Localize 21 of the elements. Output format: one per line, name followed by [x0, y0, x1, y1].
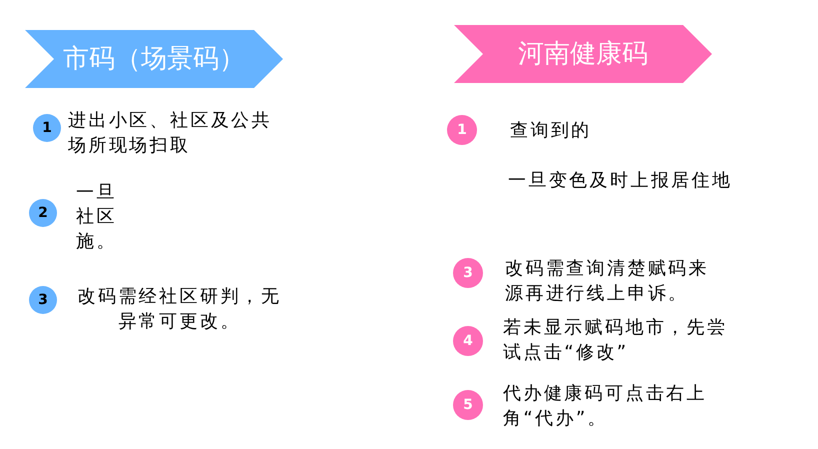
number-badge: 1 [33, 114, 61, 142]
chevron-banner [454, 25, 712, 83]
chevron-banner [25, 30, 283, 88]
step-text: 施。 [76, 230, 117, 254]
step-text: 一旦变色及时上报居住地 [508, 168, 732, 192]
number-badge: 4 [453, 326, 483, 356]
step-text: 改码需经社区研判，无异常可更改。 [76, 284, 282, 334]
step-text: 一旦 [76, 180, 117, 204]
step-text: 改码需查询清楚赋码来源再进行线上申诉。 [505, 256, 710, 306]
step-text: 进出小区、社区及公共场所现场扫取 [68, 108, 273, 158]
number-badge: 3 [453, 258, 483, 288]
step-text: 查询到的 [510, 118, 592, 142]
number-badge: 1 [447, 115, 477, 145]
heading-text: 河南健康码 [517, 38, 649, 71]
number-badge: 5 [453, 390, 483, 420]
step-text: 代办健康码可点击右上角“代办”。 [503, 382, 708, 430]
heading-text: 市码（场景码） [62, 43, 246, 76]
number-badge: 2 [29, 199, 57, 227]
number-badge: 3 [29, 286, 57, 314]
step-text: 若未显示赋码地市，先尝试点击“修改” [503, 316, 728, 364]
step-text: 社区 [76, 205, 117, 229]
